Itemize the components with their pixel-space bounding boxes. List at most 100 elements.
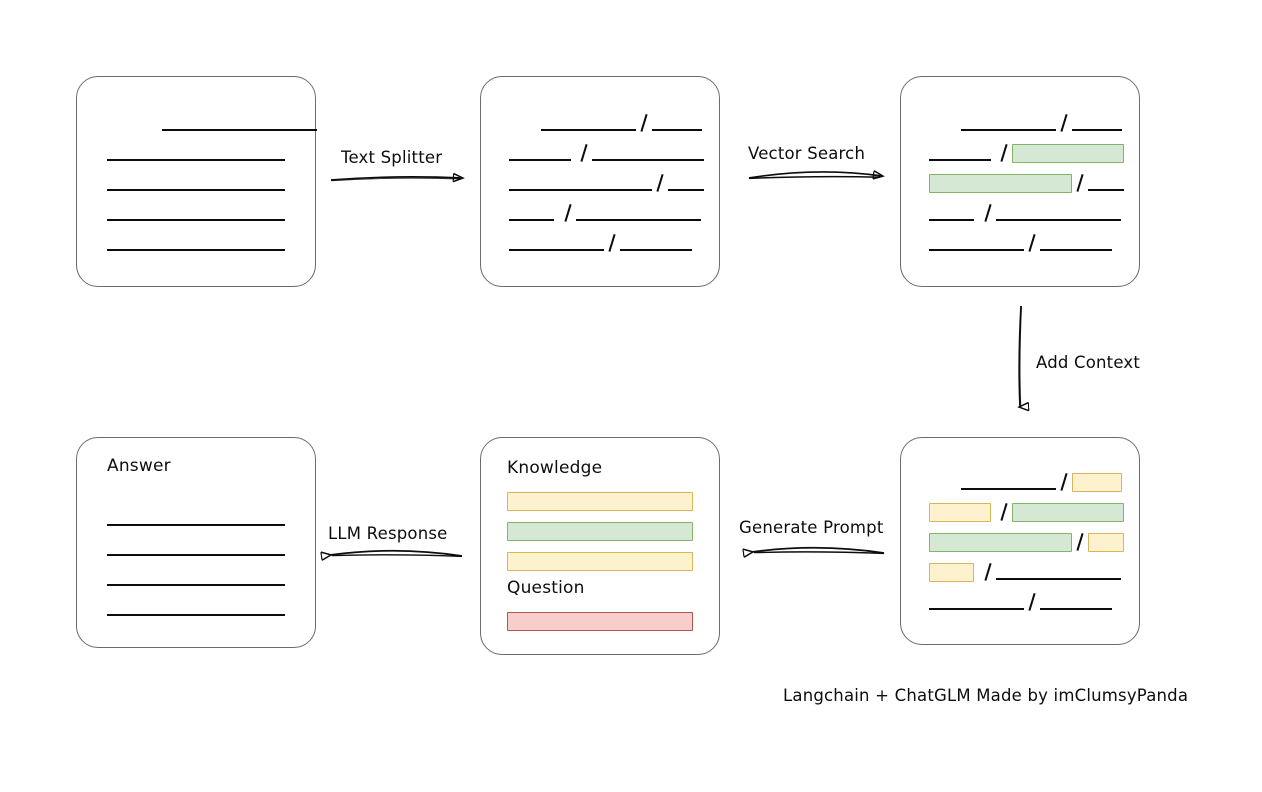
- slash-separator-icon: [1072, 532, 1088, 552]
- arrow-label-llm-response: LLM Response: [328, 524, 448, 543]
- box-split-chunks[interactable]: [480, 76, 720, 287]
- text-line-segment: [509, 233, 604, 253]
- answer-title: Answer: [107, 456, 171, 476]
- text-line-segment: [107, 173, 285, 193]
- text-line-segment: [107, 538, 285, 558]
- text-line-row: [509, 173, 704, 193]
- highlight-chip-yellow: [1072, 472, 1122, 492]
- arrow-label-add-context: Add Context: [1036, 353, 1141, 372]
- text-line-row: [107, 568, 287, 588]
- text-line-row: [929, 532, 1124, 552]
- text-line-row: [509, 143, 704, 163]
- highlight-chip-yellow: [929, 502, 991, 522]
- text-line-segment: [1040, 592, 1112, 612]
- text-line-segment: [996, 562, 1121, 582]
- slash-separator-icon: [996, 502, 1012, 522]
- highlight-chip-green: [929, 532, 1072, 552]
- box-prompt[interactable]: Knowledge Question: [480, 437, 720, 655]
- text-line-segment: [107, 508, 285, 528]
- text-line-row: [929, 233, 1115, 253]
- slash-separator-icon: [1056, 472, 1072, 492]
- box-context-chunks[interactable]: [900, 437, 1140, 645]
- text-line-segment: [1072, 113, 1122, 133]
- source-document-lines: [107, 113, 317, 286]
- text-line-segment: [107, 203, 285, 223]
- answer-lines: [107, 508, 287, 647]
- text-line-segment: [929, 233, 1024, 253]
- highlight-chip-yellow: [929, 562, 974, 582]
- knowledge-bar-3: [507, 552, 693, 571]
- text-line-segment: [929, 592, 1024, 612]
- text-line-segment: [961, 472, 1056, 492]
- question-label: Question: [507, 578, 585, 598]
- slash-separator-icon: [636, 113, 652, 133]
- slash-separator-icon: [604, 233, 620, 253]
- text-line-row: [929, 173, 1124, 193]
- text-line-segment: [996, 203, 1121, 223]
- text-line-segment: [107, 568, 285, 588]
- knowledge-label: Knowledge: [507, 458, 603, 478]
- text-line-segment: [620, 233, 692, 253]
- slash-separator-icon: [1072, 173, 1088, 193]
- arrow-vector-search: [748, 172, 882, 178]
- highlight-chip-yellow: [1088, 532, 1124, 552]
- highlight-chip-green: [929, 173, 1072, 193]
- text-line-segment: [1088, 173, 1124, 193]
- text-line-segment: [652, 113, 702, 133]
- context-chunks-lines: [929, 472, 1124, 644]
- text-line-row: [929, 203, 1121, 223]
- split-chunks-lines: [509, 113, 704, 286]
- knowledge-bar-1: [507, 492, 693, 511]
- text-line-row: [107, 173, 287, 193]
- highlight-chip-green: [1012, 502, 1124, 522]
- footer-credit: Langchain + ChatGLM Made by imClumsyPand…: [783, 686, 1189, 705]
- text-line-segment: [541, 113, 636, 133]
- text-line-row: [929, 113, 1122, 133]
- slash-separator-icon: [980, 203, 996, 223]
- box-answer[interactable]: Answer: [76, 437, 316, 648]
- highlight-chip-green: [1012, 143, 1124, 163]
- text-line-row: [929, 562, 1121, 582]
- text-line-row: [107, 508, 287, 528]
- text-line-row: [107, 143, 287, 163]
- text-line-segment: [576, 203, 701, 223]
- question-bar-1: [507, 612, 693, 631]
- slash-separator-icon: [980, 562, 996, 582]
- arrow-label-vector-search: Vector Search: [748, 144, 866, 163]
- arrow-label-generate-prompt: Generate Prompt: [739, 518, 884, 537]
- text-line-segment: [929, 203, 974, 223]
- text-line-segment: [668, 173, 704, 193]
- arrow-label-text-splitter: Text Splitter: [341, 148, 443, 167]
- slash-separator-icon: [652, 173, 668, 193]
- slash-separator-icon: [1024, 233, 1040, 253]
- text-line-segment: [107, 143, 285, 163]
- text-line-row: [929, 472, 1122, 492]
- text-line-segment: [162, 113, 317, 133]
- prompt-content: Knowledge Question: [507, 460, 693, 636]
- text-line-row: [107, 113, 317, 133]
- slash-separator-icon: [1024, 592, 1040, 612]
- text-line-segment: [107, 233, 285, 253]
- text-line-segment: [509, 173, 652, 193]
- text-line-row: [929, 592, 1115, 612]
- text-line-row: [107, 598, 287, 618]
- slash-separator-icon: [1056, 113, 1072, 133]
- box-source-document[interactable]: [76, 76, 317, 287]
- text-line-row: [509, 203, 701, 223]
- arrow-llm-response: [330, 549, 463, 557]
- text-line-segment: [929, 143, 991, 163]
- arrow-generate-prompt: [752, 546, 885, 554]
- box-matched-chunks[interactable]: [900, 76, 1140, 287]
- text-line-segment: [592, 143, 704, 163]
- slash-separator-icon: [576, 143, 592, 163]
- text-line-segment: [509, 143, 571, 163]
- arrow-add-context: [1019, 305, 1021, 407]
- text-line-row: [929, 143, 1124, 163]
- slash-separator-icon: [560, 203, 576, 223]
- text-line-segment: [509, 203, 554, 223]
- text-line-segment: [107, 598, 285, 618]
- text-line-row: [107, 233, 287, 253]
- text-line-row: [509, 113, 702, 133]
- text-line-row: [929, 502, 1124, 522]
- text-line-row: [509, 233, 695, 253]
